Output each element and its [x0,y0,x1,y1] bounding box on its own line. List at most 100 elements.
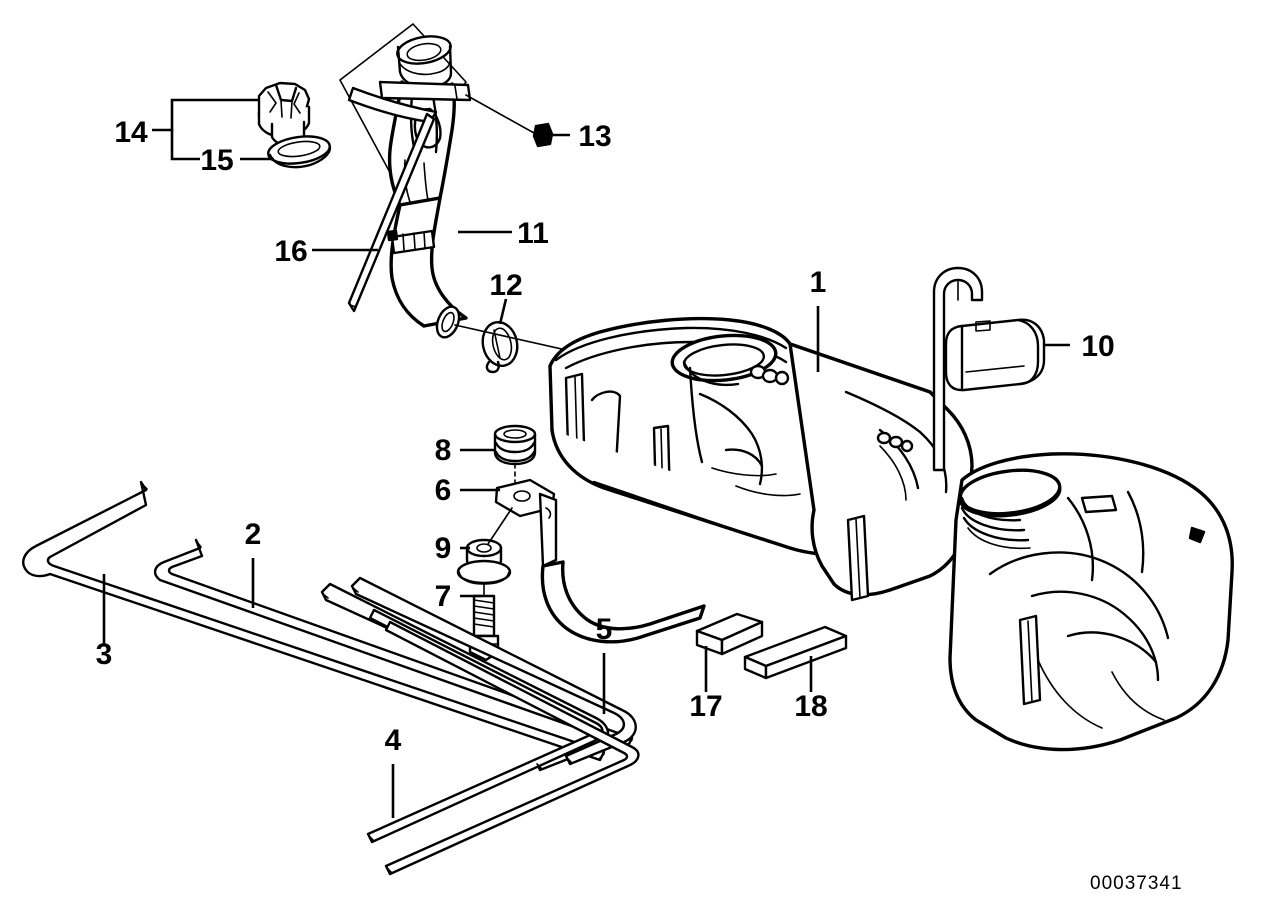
filler-hose-clamp-ribs [402,231,426,251]
strap-plate-bolt-hole [513,490,531,502]
tank-left-contour-1 [590,390,622,468]
rubber-buffer-ring-1 [494,441,536,454]
tank-left-contour-2 [688,366,704,464]
grommet-alignment-line [487,507,513,545]
vent-pipe-16-end [349,304,357,308]
callout-number-18: 18 [794,690,827,723]
filler-cap-grip-rib-5 [290,100,293,119]
tank-center-rib-slot-line [855,518,861,599]
tank-bridge-hose-line [879,445,907,501]
tank-sender-thread-1 [960,496,1022,522]
tank-right-contour-4 [1030,590,1160,682]
fuel-pipe-3 [22,480,606,762]
tank-sender-opening-left-lip [682,360,740,387]
vent-pipe-clip-10-body [944,318,1046,392]
fuel-pipe-4-strand-2 [384,620,640,876]
tank-sender-opening-right-rim [958,468,1062,516]
tank-vent-pipe-assembly [932,266,1046,472]
tank-bridge-fitting-a [876,431,892,445]
tank-right-rib-slot-line [1027,620,1033,703]
tank-sender-thread-2 [960,506,1026,532]
filler-cap-assembly [257,81,332,169]
tank-vent-pipe-hook [932,266,984,472]
filler-cap-seal-ring-inner [277,140,321,158]
rubber-buffer-top-bore [503,429,527,439]
tank-right-top-boss [1080,494,1118,514]
tank-left-rib-slot-1-line [574,376,578,447]
retaining-clip-13 [532,122,554,148]
callout-numbers: 1 2 3 4 5 6 7 8 9 10 11 12 13 14 15 16 1… [96,116,1115,757]
fuel-tank-main [548,316,1234,752]
vent-tube-upper-cross [347,86,438,124]
tank-right-contour-7 [1111,671,1165,721]
callout-number-8: 8 [435,434,452,467]
pipe-right-end-caps [368,739,633,873]
bolt-thread-lines [473,599,495,628]
tank-right-contour-2 [1126,490,1145,574]
vent-pipe-16 [347,112,436,313]
tank-center-contour-1 [844,390,948,494]
callout-number-1: 1 [810,266,827,299]
hose-clamp-screw-housing [485,360,500,374]
vent-pipe-clip-10-inner-line [965,365,1025,373]
diagram-id-code: 00037341 [1090,873,1183,894]
filler-neck-collar-ring [398,60,451,76]
filler-hose-clamp-screw [386,229,399,242]
grommet-washer [456,559,512,585]
tank-bridge-fitting-b [888,435,904,449]
filler-hose-assembly [347,112,468,339]
tank-sender-thread-3 [962,516,1030,542]
tank-left-top-ridge [554,326,788,362]
callout-number-15: 15 [200,144,233,177]
callout-number-16: 16 [274,235,307,268]
tank-bridge-fitting-c [900,439,914,453]
filler-hose-bore [441,311,455,333]
filler-neck-mounting-flange [378,80,472,102]
strap-upper-vertical [538,492,558,568]
callout-number-5: 5 [596,613,613,646]
rubber-buffer-ring-2 [494,450,536,463]
tank-fitting-c [774,370,790,386]
callout-number-10: 10 [1081,330,1114,363]
leader-12 [498,298,508,325]
callout-number-17: 17 [689,690,722,723]
tank-left-contour-3 [698,392,764,486]
leader-14-bracket-lower [170,130,200,161]
tank-left-contour-6 [735,485,801,497]
filler-neck-flange-notch [454,85,458,100]
filler-cap-seal-ring-thickness [268,146,332,169]
callout-number-6: 6 [435,474,452,507]
callout-number-12: 12 [489,269,522,302]
tank-sender-thread-4 [967,527,1031,550]
strap-hole-detail [545,507,552,519]
tank-right-contour-3 [988,551,1170,640]
tank-strap-band [540,560,706,644]
callout-number-9: 9 [435,532,452,565]
rubber-pad-18-side [764,634,848,680]
fuel-pipe-bundle [22,480,640,876]
filler-cap-grip-rib-4 [280,99,283,118]
tank-center-bridge [788,342,974,597]
filler-neck-internal-loop [413,107,442,149]
filler-cap-grip-rib-2 [267,91,277,113]
rubber-pad-17-side [720,620,764,656]
rubber-pads [695,612,848,680]
tank-right-contour-6 [1037,659,1103,729]
leader-14-bracket-upper [152,98,258,132]
pipe-left-end-caps [141,483,359,599]
callout-number-7: 7 [435,580,452,613]
callout-number-14: 14 [114,116,148,149]
tank-left-apron-edge [592,480,772,544]
filler-neck-backing-panel [339,23,467,181]
callout-number-13: 13 [578,120,611,153]
callout-number-4: 4 [385,724,402,757]
callout-number-11: 11 [517,217,549,250]
tank-left-contour-5 [711,467,777,477]
vent-pipe-clip-10-rib [1016,318,1040,386]
tank-fitting-b [761,368,779,384]
filler-cap-grip-rib-3 [293,92,301,114]
filler-cap-grip-rib-1 [274,83,298,103]
tank-left-contour-4 [724,448,764,468]
